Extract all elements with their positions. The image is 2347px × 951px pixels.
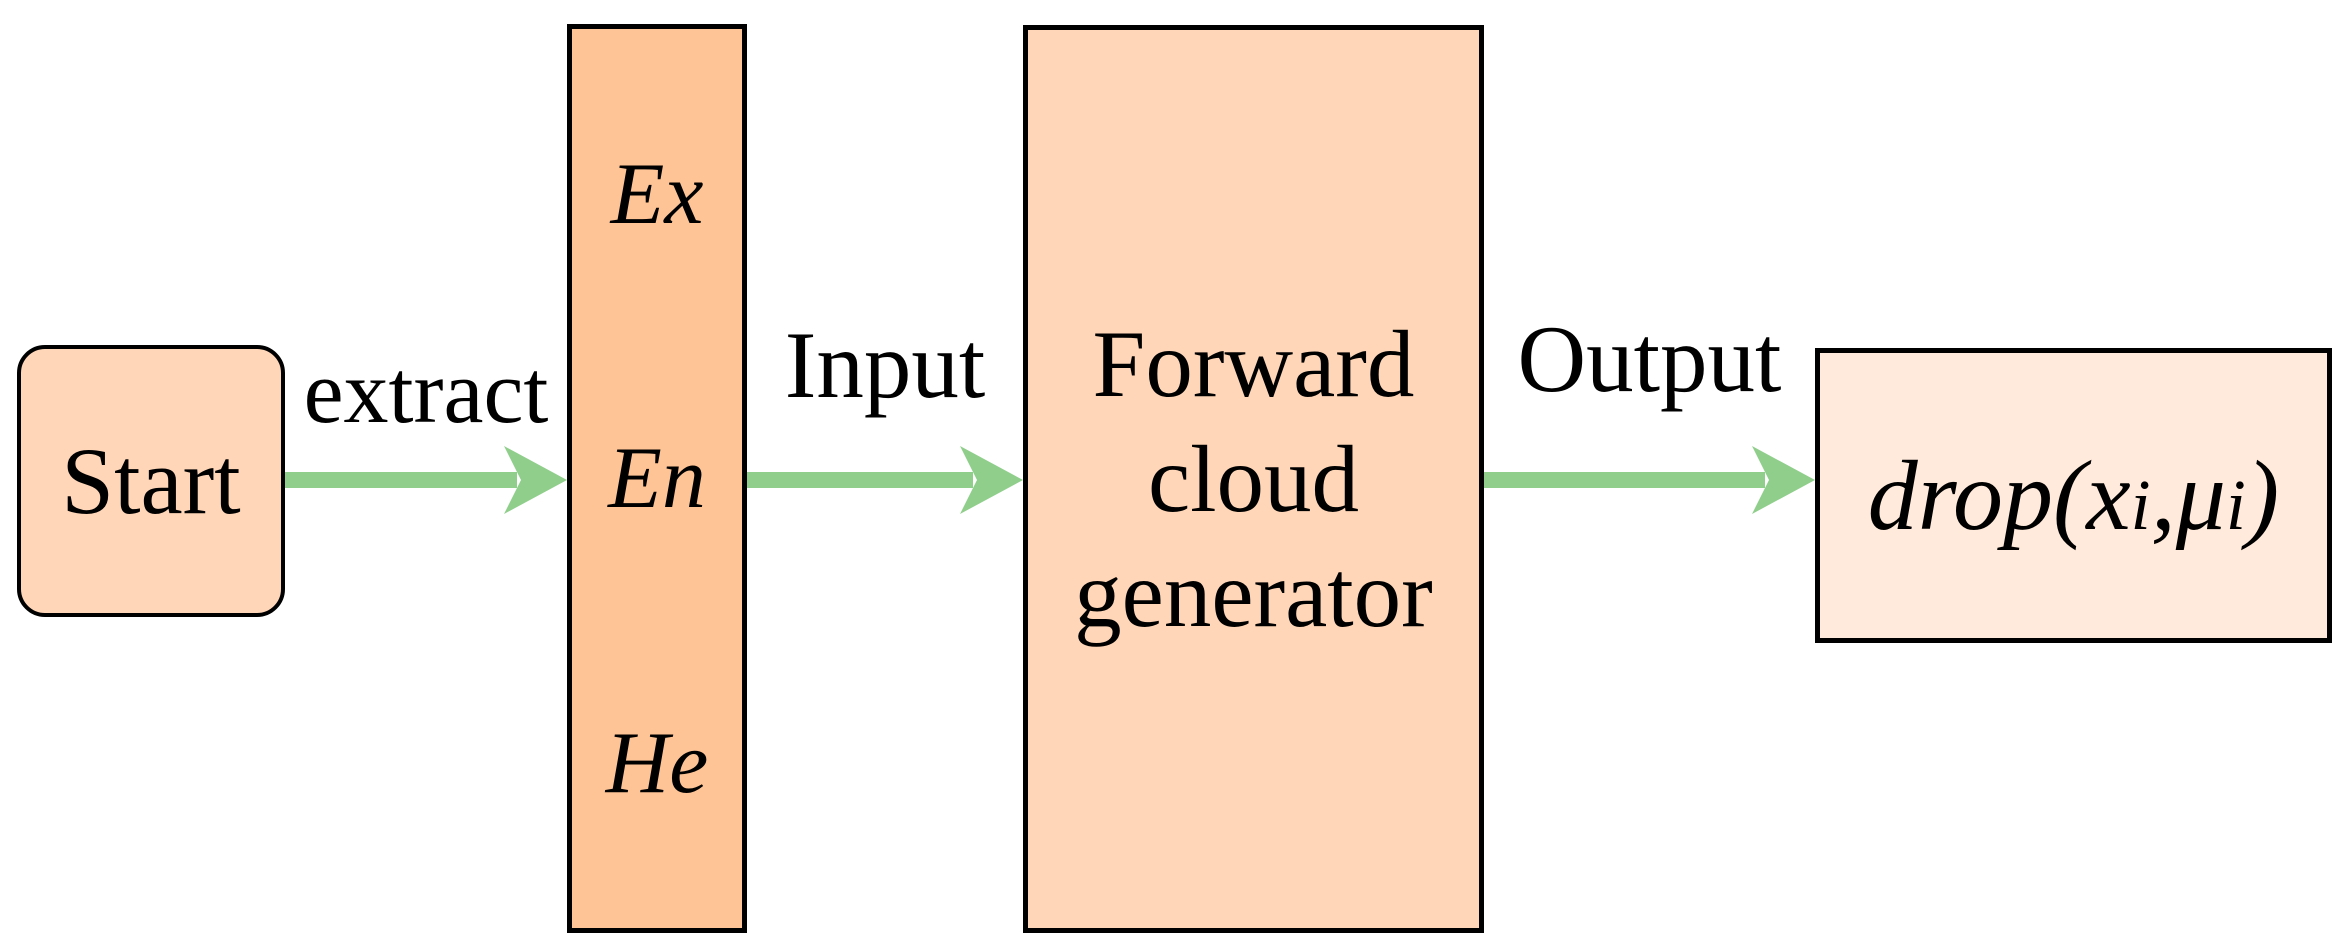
parameter-ex-label: Ex	[610, 146, 704, 244]
generator-label-line-1: Forward	[1092, 310, 1415, 417]
result-formula-part: )	[2245, 440, 2280, 551]
parameter-en-label: En	[608, 429, 706, 527]
input-arrow-icon	[747, 446, 1023, 514]
result-formula-subscript: i	[2130, 465, 2151, 545]
result-formula-subscript: i	[2225, 465, 2246, 545]
generator-node: Forward cloud generator	[1023, 25, 1484, 933]
start-label: Start	[61, 428, 241, 534]
input-edge-label: Input	[784, 312, 986, 418]
generator-label-line-2: cloud	[1147, 425, 1360, 532]
start-node: Start	[17, 345, 285, 617]
result-formula: drop(xi,μi)	[1868, 438, 2279, 553]
result-formula-part: drop(x	[1867, 440, 2131, 551]
output-edge-label: Output	[1517, 306, 1782, 412]
extract-arrow-icon	[285, 446, 567, 514]
parameters-node: Ex En He	[567, 24, 747, 933]
extract-edge-label: extract	[303, 343, 549, 442]
generator-label-line-3: generator	[1074, 540, 1433, 647]
result-node: drop(xi,μi)	[1815, 348, 2332, 643]
result-formula-part: ,μ	[2150, 440, 2226, 551]
output-arrow-icon	[1484, 446, 1815, 514]
parameter-he-label: He	[605, 715, 709, 813]
